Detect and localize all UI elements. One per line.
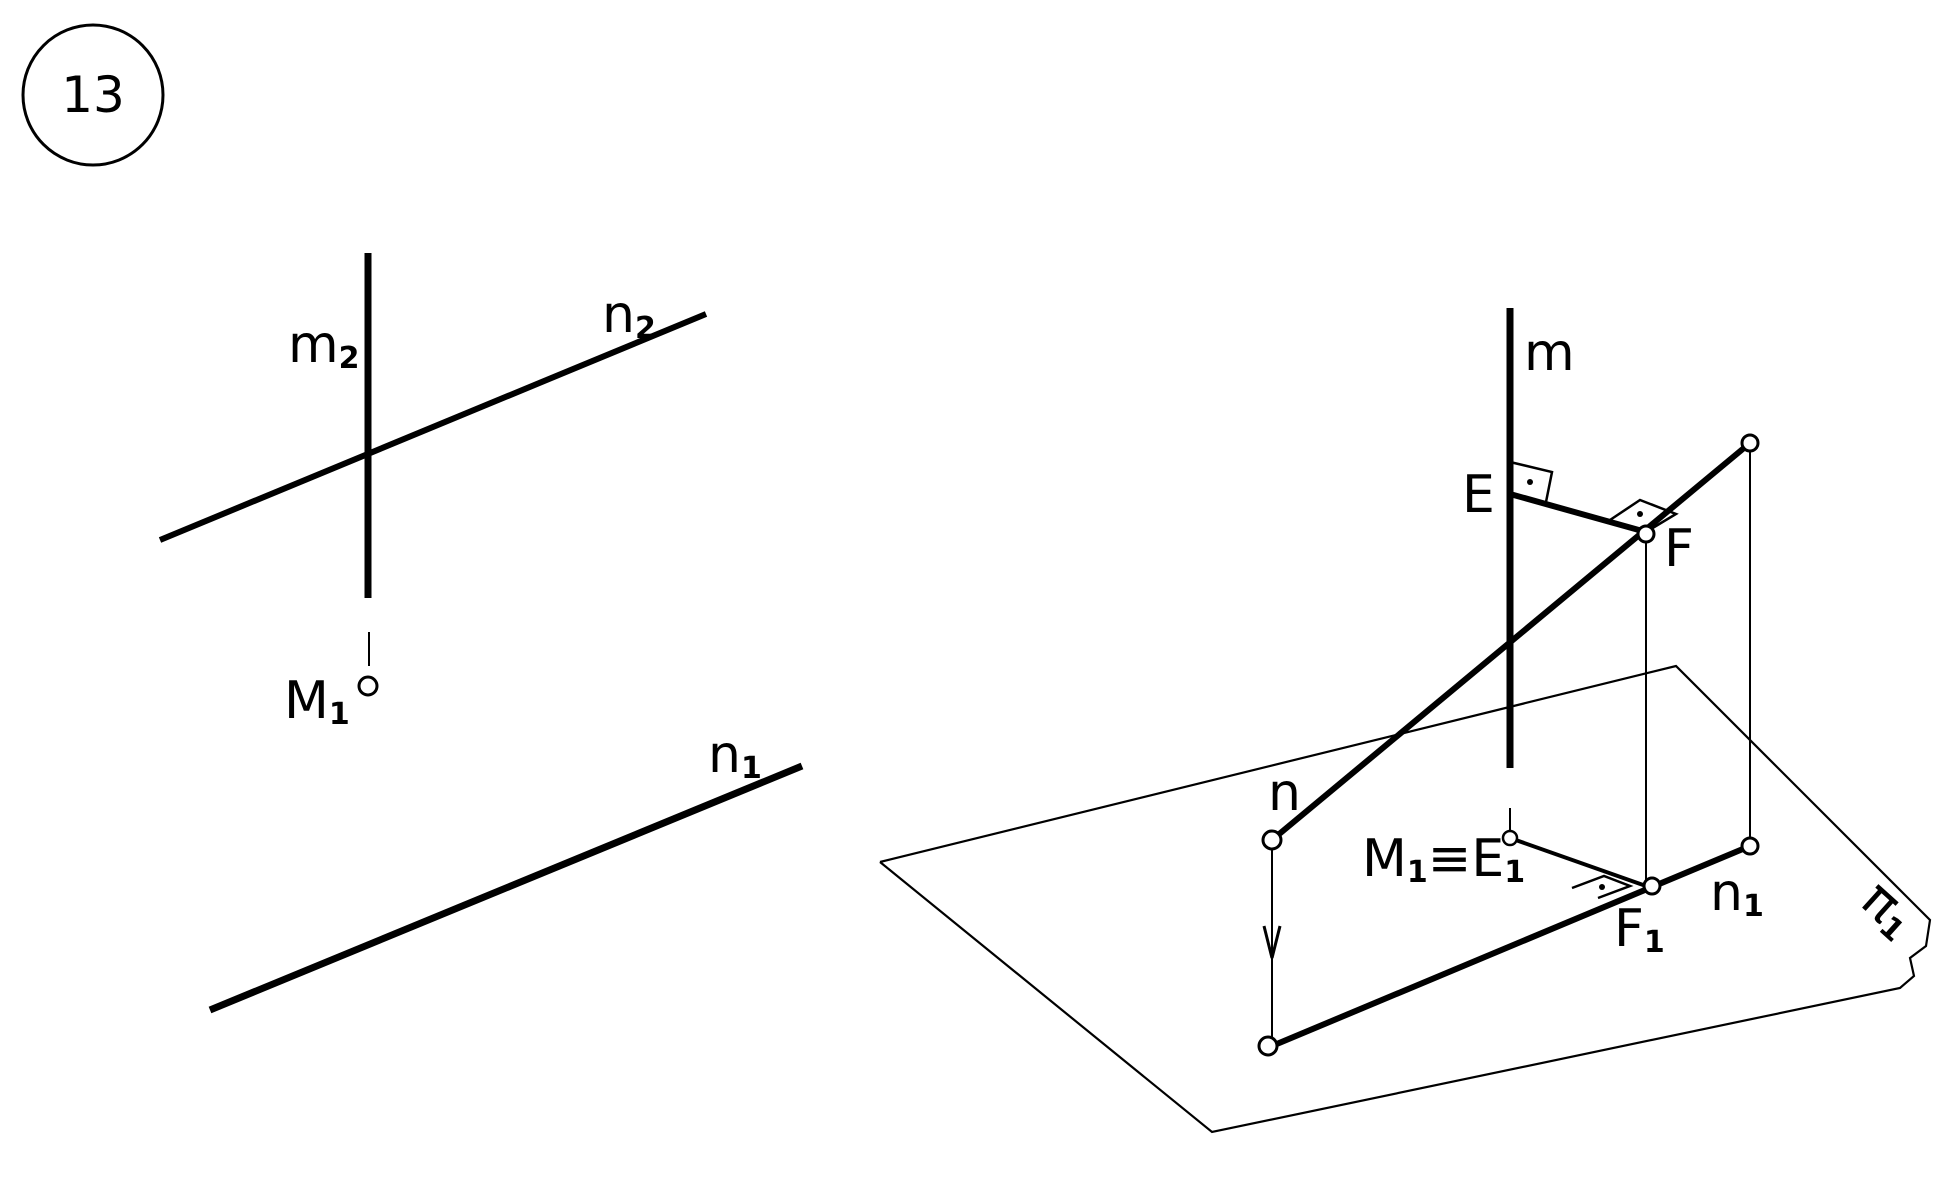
- line-n2: [158, 311, 708, 543]
- figure-number: 13: [61, 66, 125, 124]
- segment-M1-F1: [1509, 836, 1647, 888]
- figure-number-badge: 13: [21, 23, 165, 167]
- point-F1: [1642, 876, 1662, 896]
- label-m: m: [1524, 323, 1575, 383]
- right-angle-F1-dot: [1599, 884, 1605, 890]
- right-angle-E: [1509, 460, 1554, 503]
- line-n: [1270, 440, 1752, 843]
- plane-pi1-outline: [879, 664, 1932, 1134]
- point-n1-end: [1740, 836, 1760, 856]
- point-M1: [357, 675, 379, 697]
- label-M1: M1: [284, 671, 350, 732]
- point-n-top: [1740, 433, 1760, 453]
- figure-number-circle: [21, 23, 165, 167]
- point-M1-E1: [1501, 829, 1519, 847]
- line-n1-plane: [1270, 843, 1752, 1049]
- line-n1: [208, 762, 804, 1014]
- label-n: n: [1268, 763, 1301, 823]
- right-angle-E-dot: [1527, 479, 1533, 485]
- point-F: [1636, 524, 1656, 544]
- label-n2: n2: [602, 285, 656, 346]
- right-angle-F-dot: [1637, 511, 1643, 517]
- label-E: E: [1462, 465, 1495, 525]
- label-M1-E1: M1≡E1: [1362, 829, 1525, 890]
- label-F: F: [1664, 519, 1694, 579]
- right-pictorial-view: m E F n M1≡E1 F1 n1 π1: [879, 308, 1932, 1134]
- right-angle-F1: [1571, 874, 1634, 900]
- label-n1-right: n1: [1710, 863, 1764, 924]
- point-n1-start: [1257, 1035, 1279, 1057]
- point-n-start: [1261, 829, 1283, 851]
- right-angle-F: [1609, 498, 1679, 534]
- segment-EF: [1509, 491, 1647, 535]
- label-F1: F1: [1614, 899, 1665, 960]
- label-plane-pi1: π1: [1849, 869, 1929, 949]
- projection-arrow: [1262, 925, 1282, 959]
- left-orthographic-view: m2 n2 M1 n1: [158, 253, 804, 1014]
- label-m2: m2: [288, 315, 360, 376]
- label-n1: n1: [708, 725, 762, 786]
